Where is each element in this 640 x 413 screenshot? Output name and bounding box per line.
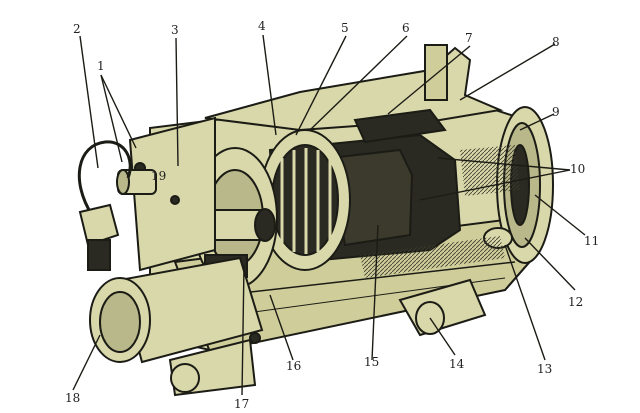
label-9: 9 [552, 105, 560, 119]
label-7: 7 [465, 31, 473, 45]
label-5: 5 [341, 21, 349, 35]
stator-ring [259, 129, 351, 271]
label-19: 19 [151, 169, 167, 183]
label-13: 13 [537, 362, 553, 376]
label-1: 1 [97, 59, 105, 73]
label-15: 15 [364, 355, 380, 369]
plug-connector [78, 203, 120, 271]
label-4: 4 [258, 19, 266, 33]
label-10: 10 [570, 162, 586, 176]
label-11: 11 [584, 234, 600, 248]
label-16: 16 [286, 359, 302, 373]
label-14: 14 [449, 357, 465, 371]
label-8: 8 [552, 35, 560, 49]
label-2: 2 [73, 22, 81, 36]
label-17: 17 [234, 397, 250, 411]
leader-lines [72, 34, 586, 396]
label-3: 3 [171, 23, 179, 37]
label-6: 6 [402, 21, 410, 35]
mounting-foot [168, 278, 487, 397]
label-18: 18 [65, 391, 81, 405]
front-tube [89, 256, 264, 364]
cable-loop [77, 140, 132, 216]
label-12: 12 [568, 295, 584, 309]
